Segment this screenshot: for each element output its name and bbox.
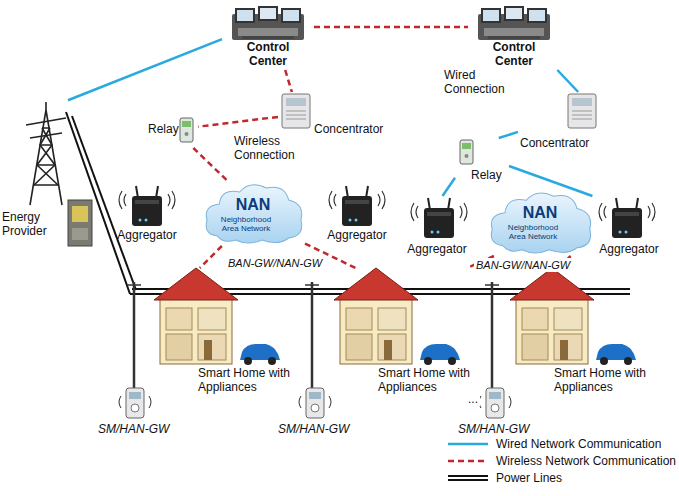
icon-node: Control Center	[468, 4, 560, 70]
node-label: Concentrator	[520, 136, 610, 150]
node-label: Neighborhood Area Network	[502, 223, 564, 241]
icon-node: Smart Home with Appliances	[504, 268, 654, 400]
icon-node: Aggregator	[318, 182, 398, 246]
connector	[499, 132, 518, 138]
node-label: Aggregator	[590, 242, 668, 256]
legend-text: Wired Network Communication	[496, 436, 661, 452]
icon-node: Relay	[455, 138, 509, 186]
legend-text: Wireless Network Communication	[496, 453, 676, 469]
free-label: BAN-GW/NAN-GW	[226, 256, 324, 270]
icon-node: Aggregator	[108, 182, 188, 246]
icon-node: SM/HAN-GW	[458, 382, 536, 440]
connector	[314, 27, 468, 28]
icon-node: Concentrator	[518, 92, 630, 154]
icon-node: Smart Home with Appliances	[328, 268, 474, 400]
legend-sample	[446, 473, 490, 483]
node-label: Neighborhood Area Network	[217, 215, 275, 233]
icon-node: SM/HAN-GW	[278, 382, 356, 440]
icon-node: Smart Home with Appliances	[148, 268, 294, 400]
connector	[200, 246, 222, 268]
node-label: Relay	[148, 122, 180, 136]
legend-sample	[446, 456, 490, 466]
node-label: NAN	[488, 204, 592, 222]
node-label: SM/HAN-GW	[98, 422, 174, 436]
legend-text: Power Lines	[496, 470, 562, 486]
icon-node: Aggregator	[398, 196, 478, 258]
free-label: Wireless Connection	[232, 134, 306, 162]
node-label: SM/HAN-GW	[278, 422, 354, 436]
cloud-node: NANNeighborhood Area Network	[203, 180, 305, 246]
node-label: Relay	[471, 168, 507, 182]
cloud-shape	[488, 188, 594, 256]
node-label: Aggregator	[318, 228, 396, 242]
connector	[442, 178, 455, 196]
node-label: SM/HAN-GW	[458, 422, 534, 436]
node-label: Control Center	[482, 40, 546, 68]
node-label: Smart Home with Appliances	[198, 366, 292, 394]
connector	[193, 148, 226, 180]
cloud-node: NANNeighborhood Area Network	[488, 188, 594, 256]
icon-node: Aggregator	[590, 196, 672, 258]
connector	[557, 70, 578, 92]
connector	[68, 39, 222, 100]
free-label: Wired Connection	[442, 68, 510, 96]
node-label: Smart Home with Appliances	[378, 366, 472, 394]
free-label: BAN-GW/NAN-GW	[474, 258, 572, 272]
node-label: Energy Provider	[2, 210, 64, 238]
node-label: Smart Home with Appliances	[554, 366, 648, 394]
connector	[509, 166, 592, 196]
node-label: Concentrator	[314, 122, 400, 136]
free-label: ...	[466, 392, 480, 406]
node-label: Control Center	[236, 40, 300, 68]
node-label: Aggregator	[398, 242, 476, 256]
legend-sample	[446, 439, 490, 449]
connector	[198, 117, 278, 127]
icon-node: SM/HAN-GW	[98, 382, 176, 440]
node-label: Aggregator	[108, 228, 186, 242]
icon-node: Control Center	[222, 4, 314, 70]
icon-node: Energy Provider	[2, 98, 68, 244]
icon-node: Relay	[148, 114, 198, 148]
node-label: NAN	[203, 196, 303, 214]
connector	[285, 70, 292, 92]
